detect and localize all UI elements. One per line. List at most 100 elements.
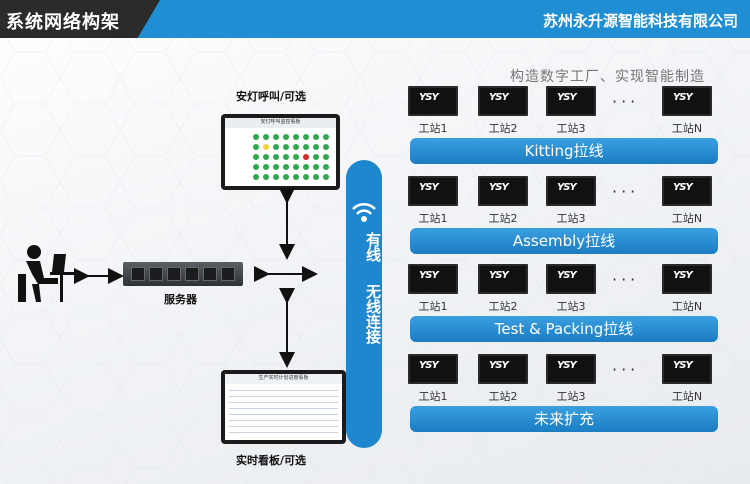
andon-status-dot [263, 174, 269, 180]
andon-status-dot [283, 144, 289, 150]
andon-status-dot [273, 154, 279, 160]
andon-status-dot [263, 164, 269, 170]
production-line-bar: Assembly拉线 [410, 228, 718, 254]
andon-status-dot [293, 144, 299, 150]
andon-status-dot [253, 154, 259, 160]
andon-status-dot [253, 144, 259, 150]
more-stations-ellipsis: ··· [612, 182, 640, 201]
wifi-icon [352, 202, 376, 222]
page-title: 系统网络构架 [6, 12, 120, 33]
ysy-logo: YSY [419, 182, 439, 193]
andon-status-dot [313, 144, 319, 150]
more-stations-ellipsis: ··· [612, 360, 640, 379]
ysy-logo: YSY [419, 92, 439, 103]
andon-status-dot [273, 144, 279, 150]
ysy-logo: YSY [419, 360, 439, 371]
station-display: YSY [662, 86, 712, 116]
andon-status-dot [303, 144, 309, 150]
station-display: YSY [546, 86, 596, 116]
andon-status-dot [303, 174, 309, 180]
operator-icon [18, 245, 74, 302]
station-display: YSY [546, 176, 596, 206]
andon-status-dot [313, 134, 319, 140]
ysy-logo: YSY [673, 182, 693, 193]
server-icon [123, 262, 243, 286]
andon-status-dot [323, 164, 329, 170]
andon-status-dot [273, 164, 279, 170]
ysy-logo: YSY [557, 360, 577, 371]
andon-status-dot [303, 134, 309, 140]
station-display: YSY [408, 354, 458, 384]
andon-label: 安灯呼叫/可选 [236, 90, 307, 103]
station-display: YSY [478, 264, 528, 294]
company-name: 苏州永升源智能科技有限公司 [542, 12, 738, 30]
station-display: YSY [662, 176, 712, 206]
station-display: YSY [662, 264, 712, 294]
station-label: 工站2 [488, 212, 518, 225]
more-stations-ellipsis: ··· [612, 92, 640, 111]
andon-status-dot [283, 164, 289, 170]
andon-status-dot [283, 174, 289, 180]
ysy-logo: YSY [489, 182, 509, 193]
production-line-bar: 未来扩充 [410, 406, 718, 432]
ysy-logo: YSY [489, 360, 509, 371]
wired-label: 有线 [364, 232, 382, 262]
station-display: YSY [546, 354, 596, 384]
andon-status-dot [253, 134, 259, 140]
station-display: YSY [408, 176, 458, 206]
kanban-monitor: 生产实时计划进度看板 [221, 370, 346, 444]
ysy-logo: YSY [557, 92, 577, 103]
station-label: 工站1 [418, 122, 448, 135]
andon-status-dot [323, 154, 329, 160]
kanban-screen-title: 生产实时计划进度看板 [225, 374, 342, 384]
station-display: YSY [408, 86, 458, 116]
server-label: 服务器 [164, 293, 197, 306]
andon-status-dot [303, 164, 309, 170]
station-label: 工站1 [418, 300, 448, 313]
andon-status-dot [313, 154, 319, 160]
andon-status-dot [263, 144, 269, 150]
station-label: 工站N [671, 390, 703, 403]
production-line-bar: Test & Packing拉线 [410, 316, 718, 342]
station-label: 工站3 [556, 390, 586, 403]
station-display: YSY [478, 176, 528, 206]
station-label: 工站2 [488, 300, 518, 313]
ysy-logo: YSY [419, 270, 439, 281]
andon-status-dot [253, 174, 259, 180]
andon-monitor: 安灯呼叫监控看板 [221, 114, 340, 190]
ysy-logo: YSY [673, 360, 693, 371]
more-stations-ellipsis: ··· [612, 270, 640, 289]
ysy-logo: YSY [557, 182, 577, 193]
station-label: 工站N [671, 122, 703, 135]
andon-status-dot [293, 174, 299, 180]
ysy-logo: YSY [673, 270, 693, 281]
kanban-label: 实时看板/可选 [236, 454, 307, 467]
ysy-logo: YSY [489, 92, 509, 103]
andon-status-dot [293, 134, 299, 140]
ysy-logo: YSY [557, 270, 577, 281]
andon-status-dot [273, 134, 279, 140]
station-label: 工站3 [556, 122, 586, 135]
andon-status-dot [313, 174, 319, 180]
production-line-bar: Kitting拉线 [410, 138, 718, 164]
ysy-logo: YSY [489, 270, 509, 281]
header-title-panel [0, 0, 160, 38]
station-display: YSY [478, 354, 528, 384]
ysy-logo: YSY [673, 92, 693, 103]
andon-status-dot [323, 134, 329, 140]
andon-status-dot [273, 174, 279, 180]
andon-status-dot [283, 154, 289, 160]
andon-status-dot [323, 144, 329, 150]
andon-status-dot [313, 164, 319, 170]
station-label: 工站N [671, 300, 703, 313]
andon-status-dot [303, 154, 309, 160]
station-label: 工站1 [418, 390, 448, 403]
station-display: YSY [478, 86, 528, 116]
station-display: YSY [546, 264, 596, 294]
wireless-label: 无线连接 [364, 284, 382, 344]
andon-status-dot [263, 154, 269, 160]
wireless-connection-panel: 有线 无线连接 [346, 160, 382, 448]
station-display: YSY [408, 264, 458, 294]
station-display: YSY [662, 354, 712, 384]
